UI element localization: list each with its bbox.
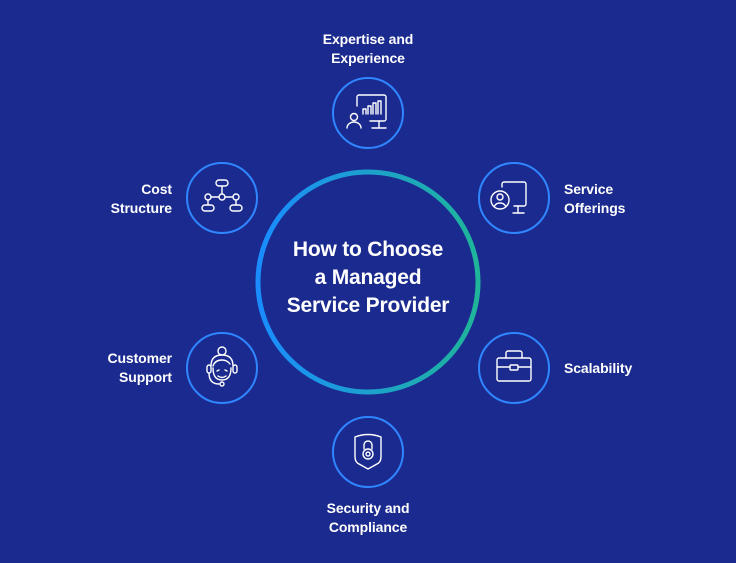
node-label-cost-structure: Cost Structure bbox=[52, 180, 172, 218]
shield-lock-icon bbox=[354, 433, 382, 470]
center-title-line: a Managed bbox=[314, 266, 422, 289]
central-ring bbox=[255, 169, 481, 395]
node-label-expertise: Expertise and Experience bbox=[288, 30, 448, 68]
label-line: Compliance bbox=[328, 519, 408, 535]
label-line: Expertise and bbox=[322, 31, 414, 47]
node-label-service-offerings: Service Offerings bbox=[564, 180, 684, 218]
label-line: Customer bbox=[107, 350, 172, 366]
center-title: How to Choose a Managed Service Provider bbox=[268, 236, 468, 320]
label-line: Offerings bbox=[564, 200, 626, 216]
node-ring-scalability bbox=[478, 332, 550, 404]
label-line: Experience bbox=[331, 50, 405, 66]
node-ring-security bbox=[332, 416, 404, 488]
center-title-line: How to Choose bbox=[292, 238, 444, 261]
node-label-scalability: Scalability bbox=[564, 359, 684, 378]
label-line: Support bbox=[119, 369, 172, 385]
node-label-customer-support: Customer Support bbox=[52, 349, 172, 387]
flowchart-structure-icon bbox=[201, 179, 243, 212]
label-line: Security and bbox=[326, 500, 410, 516]
label-line: Service bbox=[564, 181, 614, 197]
node-ring-cost-structure bbox=[186, 162, 258, 234]
label-line: Scalability bbox=[564, 360, 633, 376]
toolbox-icon bbox=[496, 350, 532, 382]
node-label-security: Security and Compliance bbox=[288, 499, 448, 537]
monitor-user-icon bbox=[490, 181, 527, 214]
presentation-chart-person-icon bbox=[346, 94, 387, 129]
center-title-line: Service Provider bbox=[286, 294, 450, 317]
node-ring-expertise bbox=[332, 77, 404, 149]
label-line: Cost bbox=[141, 181, 172, 197]
node-ring-service-offerings bbox=[478, 162, 550, 234]
node-ring-customer-support bbox=[186, 332, 258, 404]
support-agent-headset-icon bbox=[206, 346, 238, 387]
label-line: Structure bbox=[110, 200, 172, 216]
